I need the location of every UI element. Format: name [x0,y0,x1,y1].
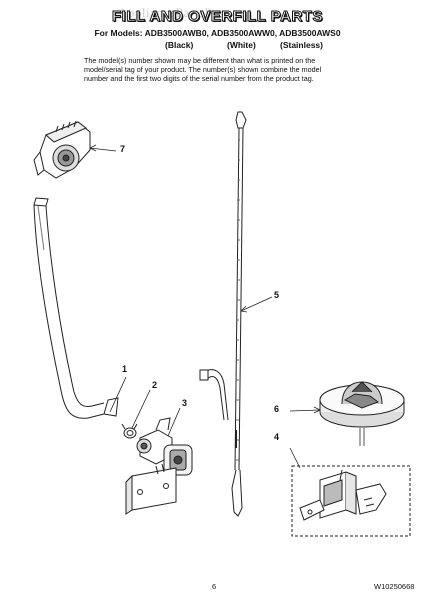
color-black: (Black) [165,40,194,50]
part-1-fill-hose [33,197,119,419]
callout-7: 7 [120,144,126,154]
callout-4: 4 [274,432,280,442]
callout-5: 5 [274,290,280,300]
callout-leaders [89,144,321,469]
notice-line-1: The model(s) number shown may be differe… [84,56,316,65]
page-number: 6 [212,582,217,591]
page-title: FILL AND OVERFILL PARTS [112,8,323,26]
part-7-vent-bracket [33,120,91,179]
connector-tube [199,369,229,421]
document-code: W10250668 [374,582,415,591]
part-4-float-switch [291,465,411,537]
notice-line-3: number and the first two digits of the s… [84,74,314,83]
part-5-float-tube [231,111,247,517]
watermark-text: AppliancePartsPros [118,5,230,20]
notice-line-2: model/serial tag of your product. The nu… [84,65,322,74]
models-line: For Models: ADB3500AWB0, ADB3500AWW0, AD… [94,28,341,38]
color-stainless: (Stainless) [280,40,323,50]
part-6-float [319,381,405,446]
color-white: (White) [227,40,256,50]
callout-1: 1 [122,364,128,374]
callout-3: 3 [182,398,188,408]
callout-6: 6 [274,404,280,414]
part-3-water-valve [125,417,193,515]
model-number-notice: The model(s) number shown may be differe… [84,56,374,83]
part-2-hose-clamp [121,423,138,439]
callout-2: 2 [152,380,158,390]
